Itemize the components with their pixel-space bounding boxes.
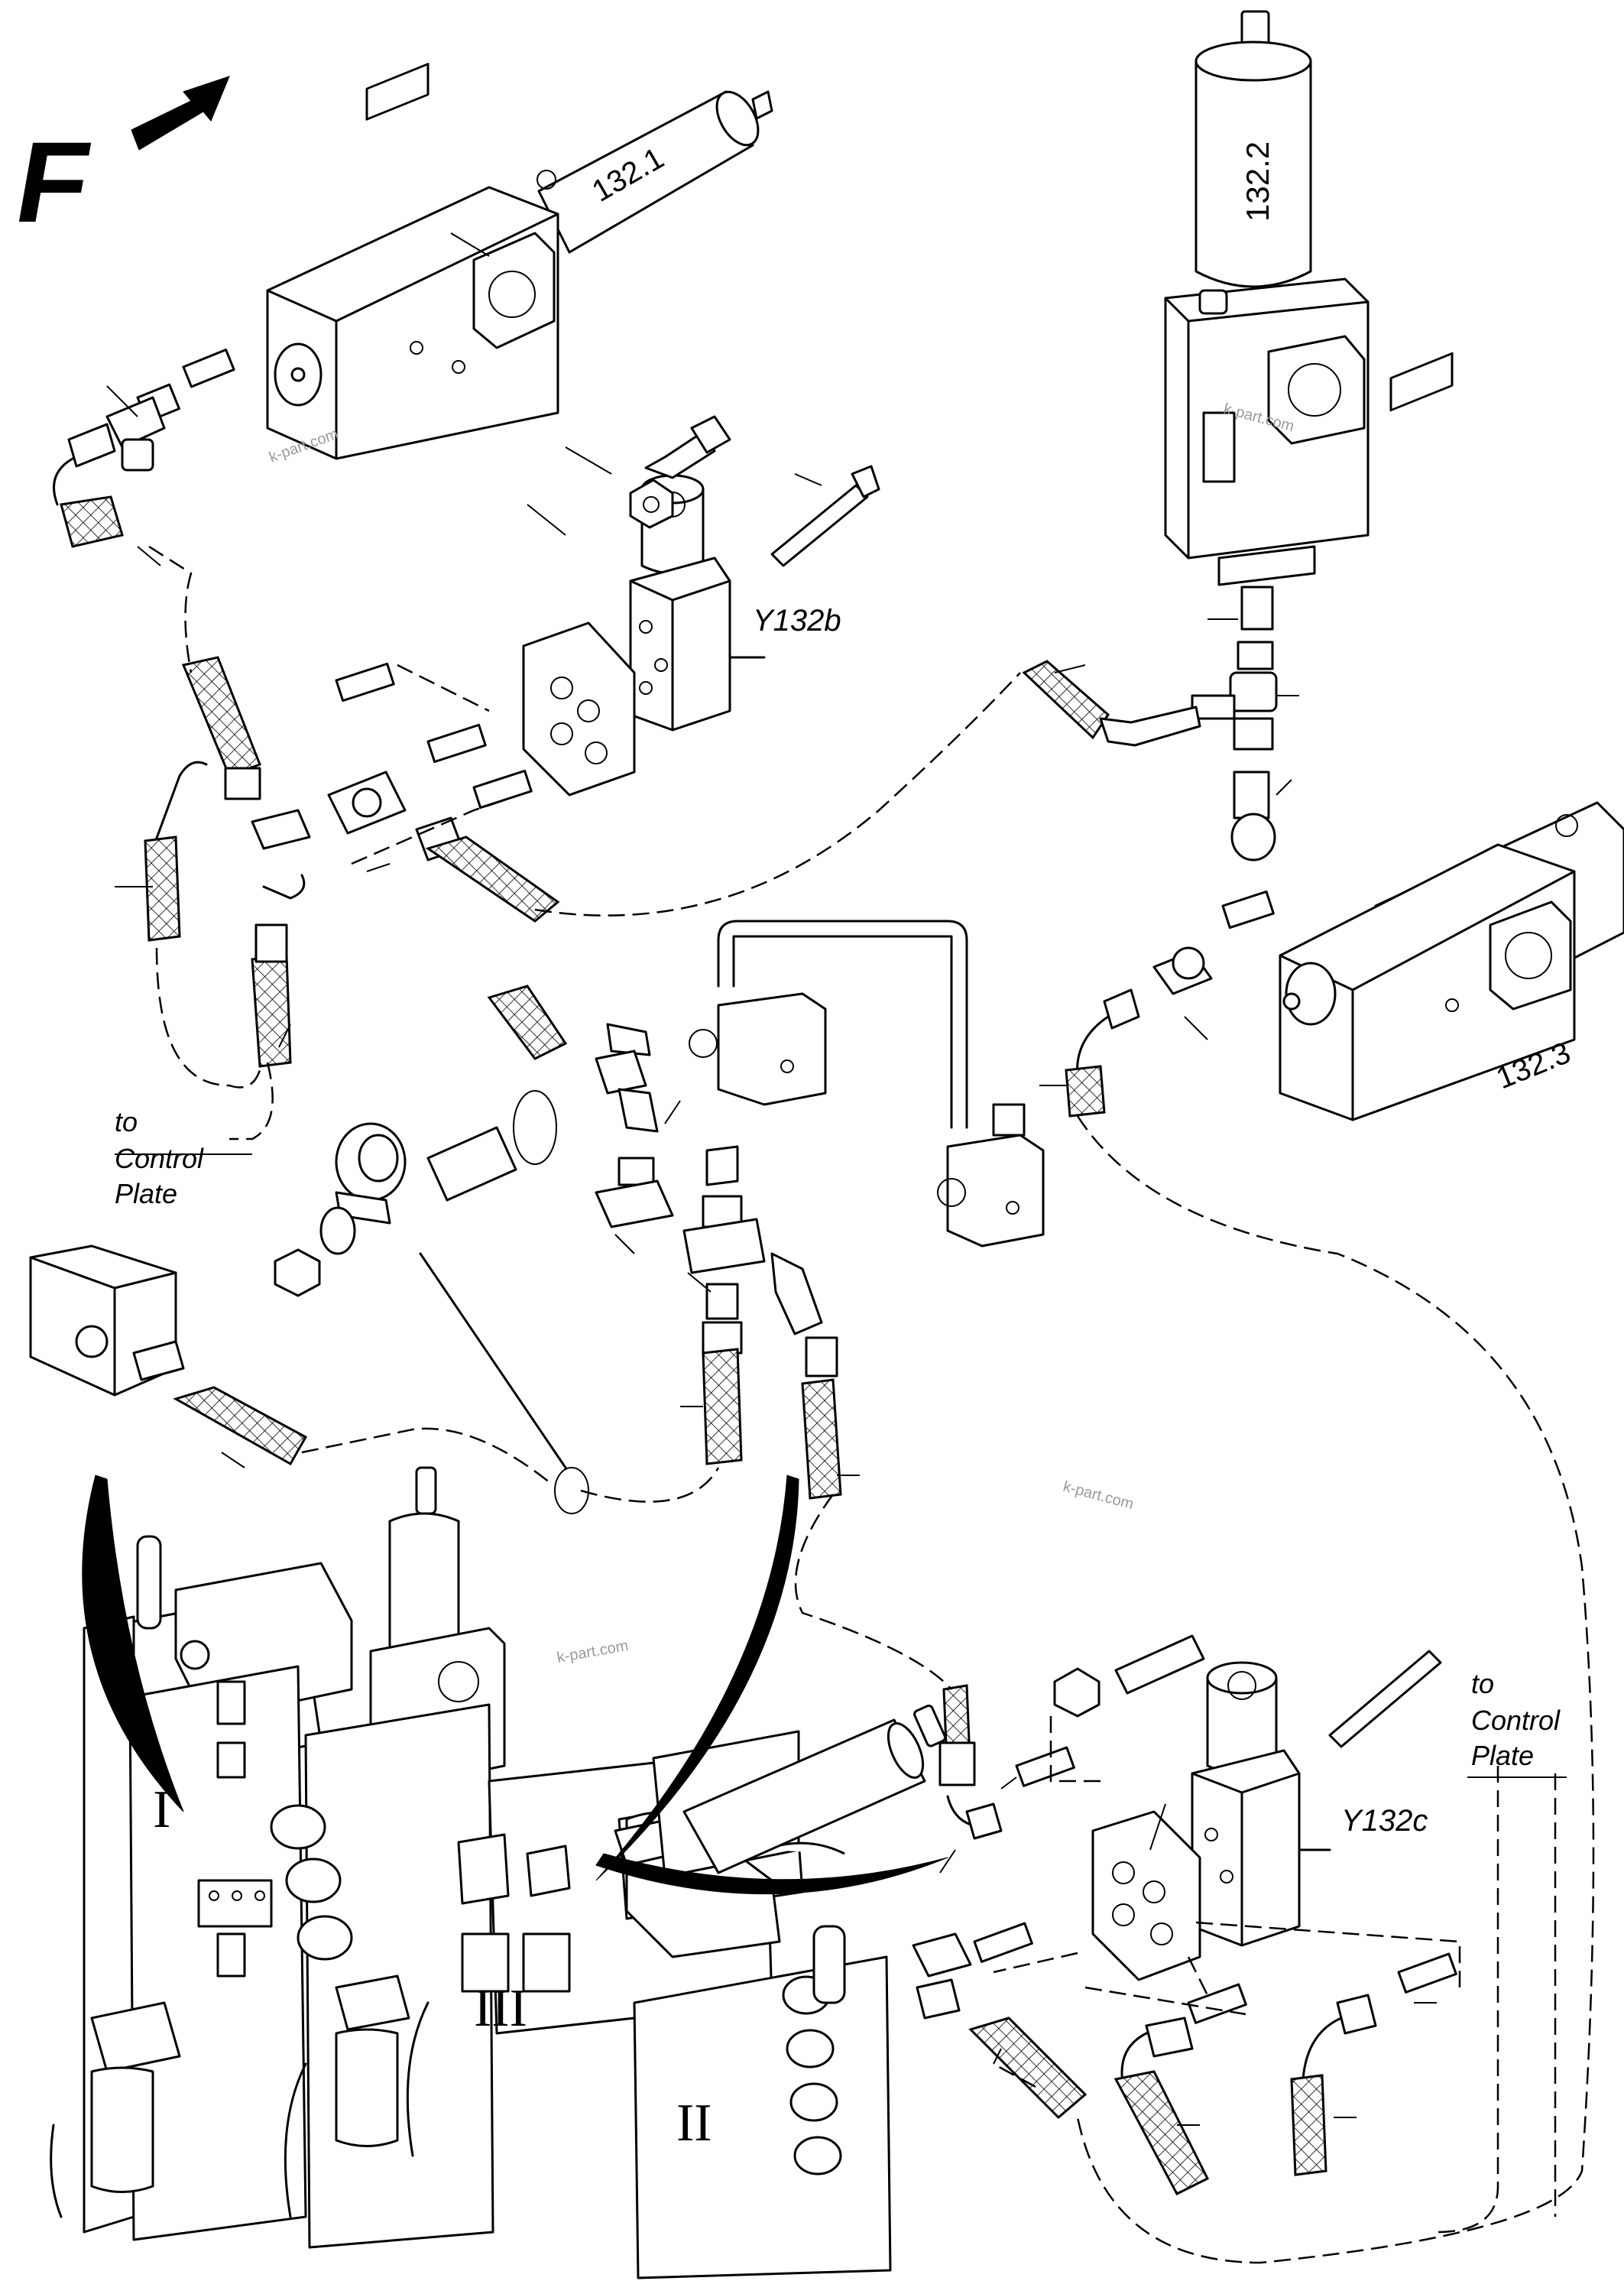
valve-block-left	[29, 1244, 308, 1466]
hose-routing-arc-left	[82, 1475, 184, 1812]
section-iii-label: III	[474, 1979, 527, 2038]
direction-letter: F	[7, 118, 99, 247]
secondary-cylinder-lower	[682, 1704, 947, 1874]
direction-indicator: F	[7, 76, 230, 247]
control-plate-note-right-line3: Plate	[1471, 1740, 1534, 1771]
manifold-plate-b	[522, 621, 636, 797]
solenoid-valve-y132c	[1191, 1661, 1331, 1947]
cylinder-132-2-label: 132.2	[1240, 141, 1276, 222]
bolt-set-y132c	[1053, 1634, 1442, 1748]
control-plate-note-left: to Control Plate	[115, 1106, 204, 1209]
fittings-132-2	[1191, 641, 1278, 861]
fittings-132-1	[53, 349, 235, 548]
leader-lines	[106, 232, 1437, 2126]
hose-routing-arc-center	[595, 1475, 799, 1881]
cylinder-132-1	[266, 63, 773, 460]
control-plate-note-right-line2: Control	[1471, 1705, 1561, 1736]
direction-arrow-icon	[131, 76, 230, 151]
control-plate-note-right-line1: to	[1471, 1668, 1494, 1699]
fittings-manifold-b	[144, 656, 560, 1068]
section-ii-label: II	[676, 2094, 712, 2153]
fittings-y132c	[912, 1684, 1457, 2195]
control-plate-note-right: to Control Plate	[1467, 1668, 1567, 1778]
hose-routing-arc-lower	[595, 1853, 948, 1895]
center-fittings	[487, 985, 842, 1500]
clamp-assembly	[274, 1090, 589, 1514]
control-plate-note-left-line2: Control	[115, 1143, 204, 1174]
valve-y132b-label: Y132b	[753, 604, 841, 638]
bolt-set-y132b	[629, 415, 880, 567]
section-i-label: I	[153, 1780, 170, 1839]
cylinder-132-3	[1279, 352, 1624, 1121]
hose-routing	[148, 545, 1595, 2264]
valve-y132c-label: Y132c	[1341, 1804, 1428, 1838]
cylinder-132-2	[1164, 10, 1370, 631]
pressure-tube-assembly	[689, 920, 1045, 1248]
control-plate-note-left-line1: to	[115, 1106, 138, 1137]
watermark-3: k-part.com	[1062, 1478, 1136, 1514]
control-block-machine	[50, 1466, 892, 2279]
manifold-plate-c	[1091, 1810, 1201, 1981]
fittings-132-3	[1065, 890, 1275, 1118]
watermark-4: k-part.com	[556, 1637, 630, 1666]
control-plate-note-left-line3: Plate	[115, 1178, 177, 1209]
hose-to-132-2	[1022, 660, 1201, 747]
